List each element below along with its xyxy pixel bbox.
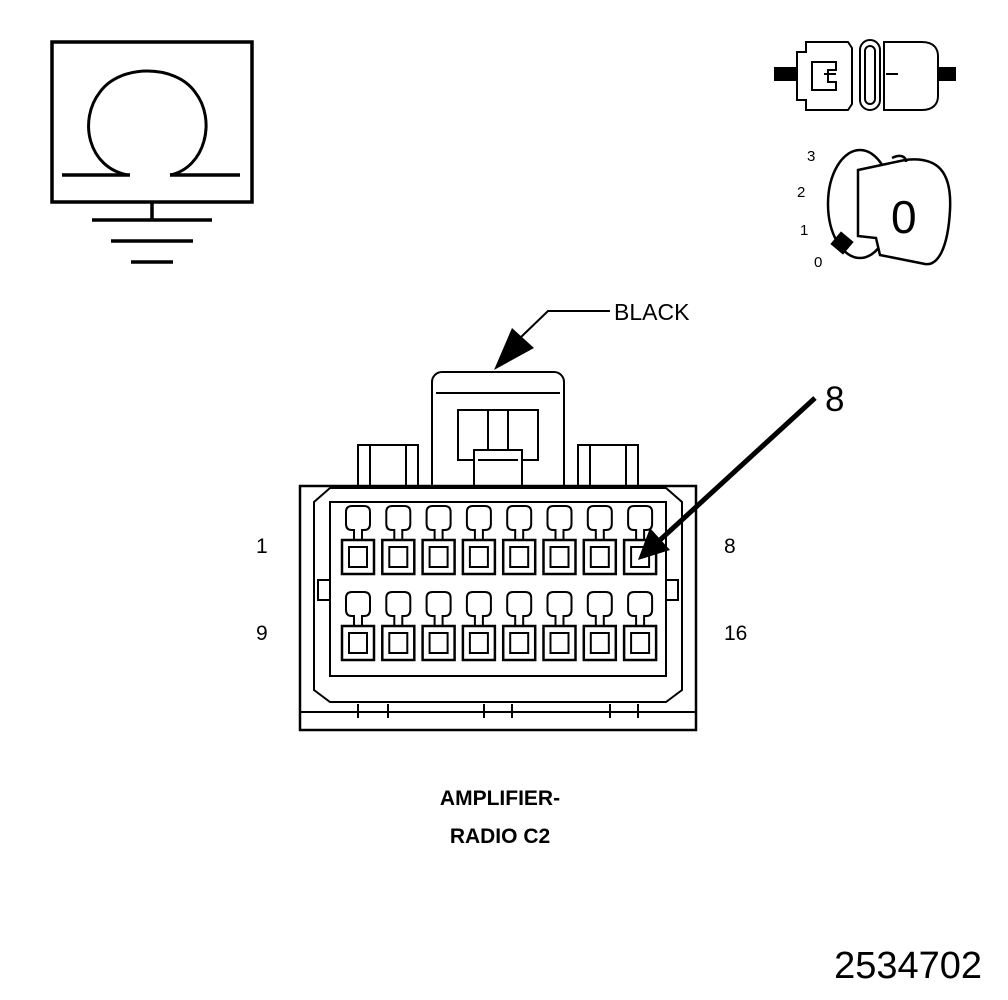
- connector-color-label: BLACK: [614, 299, 690, 325]
- pin-cavity-9: [340, 591, 376, 662]
- pin-cavity-5: [501, 505, 537, 576]
- figure-number: 2534702: [834, 945, 982, 987]
- color-callout-arrow: [494, 310, 610, 370]
- key-position-2: 2: [797, 184, 806, 201]
- pin-cavities: [340, 505, 658, 662]
- pin-label-1: 1: [256, 535, 268, 558]
- pin-label-9: 9: [256, 622, 268, 645]
- pin-label-16: 16: [724, 622, 748, 645]
- pin-cavity-13: [501, 591, 537, 662]
- pin-cavity-15: [582, 591, 618, 662]
- connector-title-line1: AMPLIFIER-: [439, 787, 561, 810]
- key-face-label: 0: [891, 191, 917, 243]
- ignition-key-icon: [826, 148, 952, 266]
- pin-cavity-12: [461, 591, 497, 662]
- callout-pin-number: 8: [825, 380, 845, 419]
- pin-cavity-7: [582, 505, 618, 576]
- pin-callout-arrow: [638, 396, 817, 560]
- pin-cavity-3: [421, 505, 456, 576]
- key-position-1: 1: [800, 222, 809, 239]
- pin-cavity-10: [381, 591, 416, 662]
- pin-cavity-2: [381, 505, 416, 576]
- pin-cavity-6: [542, 505, 577, 576]
- ohmmeter-ground-icon: [50, 40, 254, 264]
- connector-plug-icon: [774, 39, 956, 111]
- pin-cavity-4: [461, 505, 497, 576]
- pin-cavity-16: [622, 591, 658, 662]
- pin-cavity-14: [542, 591, 577, 662]
- key-position-3: 3: [807, 148, 816, 165]
- connector-title-line2: RADIO C2: [449, 825, 551, 848]
- pin-cavity-1: [340, 505, 376, 576]
- pin-label-8: 8: [724, 535, 736, 558]
- pin-cavity-11: [421, 591, 456, 662]
- key-position-0: 0: [814, 254, 823, 271]
